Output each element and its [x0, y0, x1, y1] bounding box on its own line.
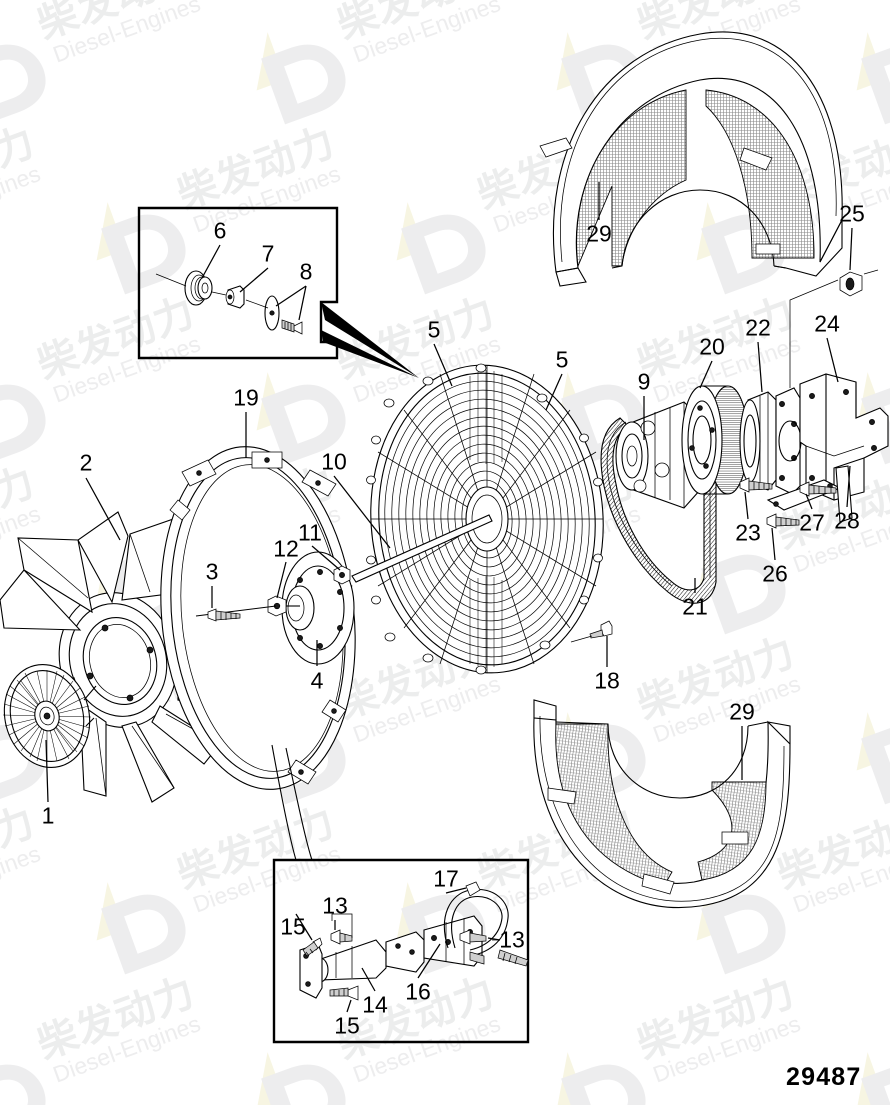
mounting-bolt-upper	[302, 937, 323, 957]
washer-and-bolt	[264, 295, 303, 335]
callout-viscous-fan-drive-clutch: 1	[41, 802, 55, 829]
callout-tensioner-arm: 16	[405, 978, 431, 1005]
flange-bolt-23	[739, 477, 773, 493]
callout-fan-guard-grille: 5	[555, 346, 569, 373]
callout-fan-ring-shroud: 19	[233, 384, 259, 411]
callout-fan-blade-assembly: 2	[79, 449, 93, 476]
drive-belt-pulley	[681, 385, 749, 495]
callout-flange-bolt: 26	[762, 560, 788, 587]
lock-nut	[839, 269, 879, 297]
bearing-carrier	[739, 387, 802, 495]
callout-lock-nut: 25	[839, 200, 865, 227]
pulley-detail-inset	[137, 206, 419, 378]
fan-hub-flange	[195, 551, 355, 665]
callout-bearing-carrier: 22	[745, 314, 771, 341]
callout-drive-belt-pulley: 20	[699, 333, 725, 360]
callout-banjo-bolt: 13	[499, 926, 525, 953]
callout-fan-guard-mesh-panel-lower: 29	[729, 698, 755, 725]
callout-fan-mounting-bolt: 3	[205, 558, 219, 585]
hub-nut	[333, 565, 351, 585]
guard-screw	[570, 620, 613, 643]
callout-guard-screw: 18	[594, 667, 620, 694]
banjo-bolt-top	[330, 913, 353, 945]
fan-mounting-bolt	[207, 608, 241, 622]
callout-hub-nut: 11	[298, 519, 322, 546]
callout-fan-drive-bracket: 24	[814, 310, 840, 337]
shaft-nut	[267, 595, 287, 617]
callout-spacer-bushing: 7	[261, 240, 275, 267]
callout-fan-drive-hub: 9	[637, 368, 651, 395]
callout-banjo-bolt: 13	[322, 892, 348, 919]
mounting-bolt-lower	[329, 985, 359, 1001]
bracket-bolt-27	[799, 481, 837, 497]
callout-flange-bolt: 23	[735, 519, 761, 546]
callout-guard-support-strut: 10	[321, 448, 347, 475]
callout-fan-hub-flange: 4	[310, 667, 324, 694]
callout-fan-guard-mesh-panel-upper: 29	[586, 220, 612, 247]
callout-idler-pulley: 6	[213, 217, 227, 244]
callout-washer-and-bolt: 8	[299, 258, 313, 285]
leader-lines	[45, 182, 853, 1013]
callout-bracket-bolt: 27	[799, 509, 825, 536]
callout-tensioner-cylinder: 14	[362, 991, 388, 1018]
callout-fan-guard-grille: 5	[427, 316, 441, 343]
callout-mounting-bolt: 15	[280, 913, 306, 940]
callout-drive-belt: 21	[682, 593, 708, 620]
flange-bolt-26	[766, 513, 800, 529]
callout-shaft-nut: 12	[273, 535, 299, 562]
callout-hydraulic-hose: 17	[433, 865, 459, 892]
callout-bracket-bolt: 28	[834, 507, 860, 534]
callout-mounting-bolt: 15	[334, 1012, 360, 1039]
drawing-number: 29487	[786, 1063, 862, 1091]
